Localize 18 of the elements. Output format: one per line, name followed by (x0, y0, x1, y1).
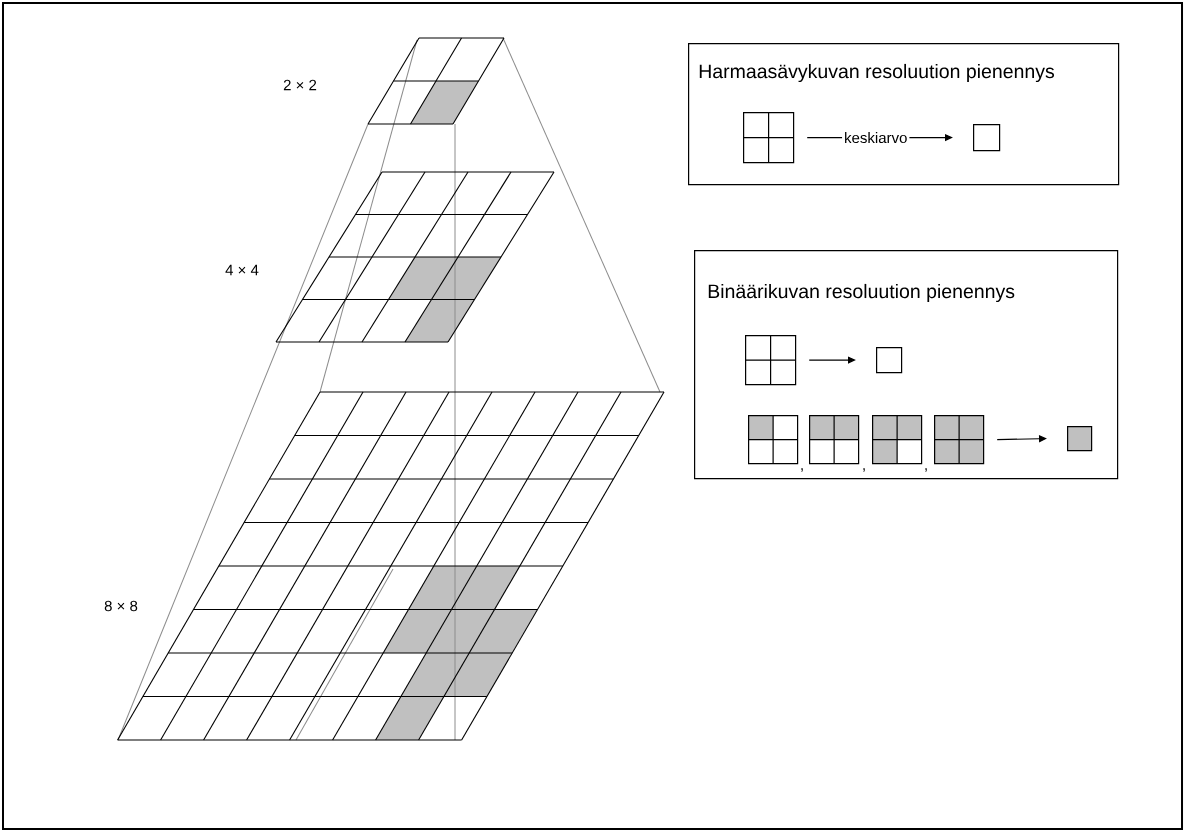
grid-icon (934, 415, 985, 465)
comma: , (925, 468, 927, 472)
grid-icon (748, 415, 799, 465)
grid-size-label: 8 × 8 (104, 600, 138, 612)
square-icon (876, 347, 903, 374)
arrow (996, 435, 1047, 443)
grid-icon (745, 335, 797, 386)
grid-size-label: 2 × 2 (283, 79, 317, 91)
square-icon (1067, 426, 1093, 452)
comma: , (863, 468, 865, 472)
square-icon (973, 124, 1001, 152)
grid-icon (743, 112, 795, 164)
grid-icon (872, 415, 923, 465)
grid-icon (809, 415, 860, 465)
comma: , (801, 468, 803, 472)
edge-label: keskiarvo (842, 130, 910, 146)
grid-size-label: 4 × 4 (225, 264, 259, 276)
arrow (808, 356, 856, 364)
